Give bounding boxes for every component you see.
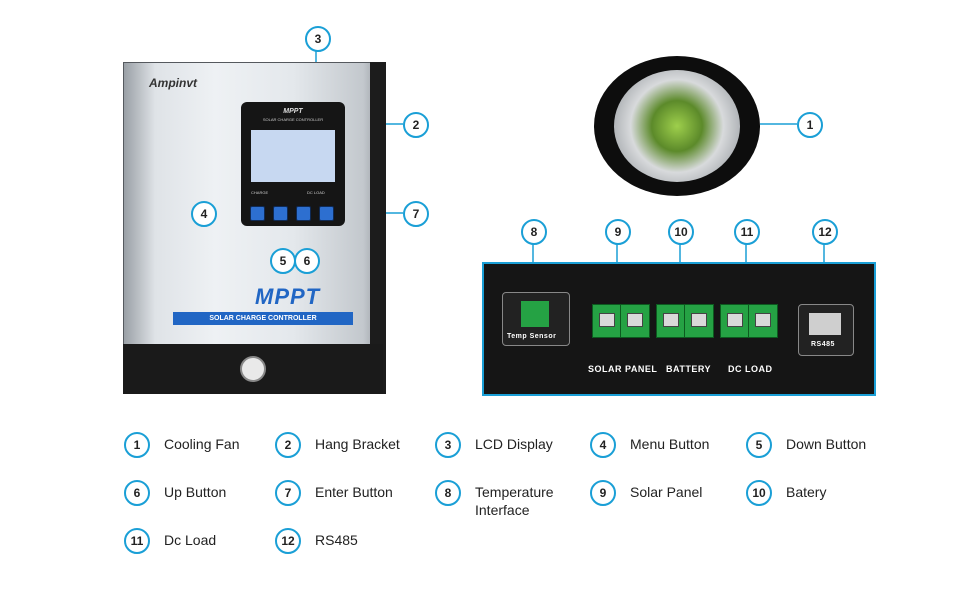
solar-charge-controller-label: SOLAR CHARGE CONTROLLER bbox=[173, 312, 353, 325]
fan-grille-icon bbox=[614, 70, 740, 182]
legend-number: 10 bbox=[746, 480, 772, 506]
rs485-port: RS485 bbox=[798, 304, 854, 356]
legend-item: 9 Solar Panel bbox=[590, 480, 702, 506]
down-button[interactable] bbox=[273, 206, 288, 221]
legend-label: Solar Panel bbox=[630, 484, 703, 500]
brand-logo: Ampinvt bbox=[149, 76, 197, 90]
rs485-label: RS485 bbox=[811, 341, 835, 348]
legend-number: 9 bbox=[590, 480, 616, 506]
legend-item: 4 Menu Button bbox=[590, 432, 709, 458]
callout-11: 11 bbox=[734, 219, 760, 245]
charge-indicator-label: CHARGE bbox=[251, 190, 269, 195]
legend-item: 1 Cooling Fan bbox=[124, 432, 240, 458]
battery-terminal-pos bbox=[656, 304, 686, 338]
legend-number: 3 bbox=[435, 432, 461, 458]
legend-label: Temperature Interface bbox=[475, 484, 554, 518]
legend-item: 7 Enter Button bbox=[275, 480, 393, 506]
legend-number: 12 bbox=[275, 528, 301, 554]
dc-load-indicator-label: DC LOAD bbox=[307, 190, 325, 195]
callout-3: 3 bbox=[305, 26, 331, 52]
temp-sensor-port: Temp Sensor bbox=[502, 292, 570, 346]
legend-label: LCD Display bbox=[475, 436, 553, 452]
cooling-fan bbox=[594, 56, 760, 196]
legend-number: 2 bbox=[275, 432, 301, 458]
terminal-board: Temp Sensor SOLAR PANEL BATTERY DC LOAD … bbox=[482, 262, 876, 396]
battery-label: BATTERY bbox=[666, 364, 711, 374]
legend-item: 12 RS485 bbox=[275, 528, 358, 554]
battery-terminal-neg bbox=[684, 304, 714, 338]
callout-7: 7 bbox=[403, 201, 429, 227]
mount-knob-icon bbox=[240, 356, 266, 382]
callout-4: 4 bbox=[191, 201, 217, 227]
mppt-logo: MPPT bbox=[255, 284, 321, 309]
temp-sensor-label: Temp Sensor bbox=[507, 333, 557, 340]
callout-10: 10 bbox=[668, 219, 694, 245]
legend-label: Cooling Fan bbox=[164, 436, 240, 452]
legend-item: 3 LCD Display bbox=[435, 432, 553, 458]
legend-number: 1 bbox=[124, 432, 150, 458]
callout-2: 2 bbox=[403, 112, 429, 138]
legend-item: 10 Batery bbox=[746, 480, 826, 506]
callout-12: 12 bbox=[812, 219, 838, 245]
legend-label: Down Button bbox=[786, 436, 867, 452]
legend-number: 11 bbox=[124, 528, 150, 554]
legend-number: 6 bbox=[124, 480, 150, 506]
ethernet-port-icon bbox=[809, 313, 841, 335]
legend-item: 8 Temperature Interface bbox=[435, 480, 585, 519]
legend-number: 7 bbox=[275, 480, 301, 506]
legend-item: 2 Hang Bracket bbox=[275, 432, 400, 458]
legend-label: RS485 bbox=[315, 532, 358, 548]
legend-label: Dc Load bbox=[164, 532, 217, 548]
legend-label: Hang Bracket bbox=[315, 436, 400, 452]
dc-load-terminal-pos bbox=[720, 304, 750, 338]
up-button[interactable] bbox=[296, 206, 311, 221]
callout-9: 9 bbox=[605, 219, 631, 245]
legend-item: 6 Up Button bbox=[124, 480, 226, 506]
lcd-screen bbox=[251, 130, 335, 182]
callout-1: 1 bbox=[797, 112, 823, 138]
menu-button[interactable] bbox=[250, 206, 265, 221]
controller-base bbox=[123, 344, 383, 394]
legend-label: Enter Button bbox=[315, 484, 393, 500]
legend-label: Menu Button bbox=[630, 436, 710, 452]
lcd-subtitle: SOLAR CHARGE CONTROLLER bbox=[262, 117, 324, 122]
hang-bracket bbox=[370, 62, 386, 394]
charge-controller-device: Ampinvt MPPT SOLAR CHARGE CONTROLLER CHA… bbox=[123, 62, 386, 394]
callout-8: 8 bbox=[521, 219, 547, 245]
dc-load-terminal-neg bbox=[748, 304, 778, 338]
lcd-display: MPPT SOLAR CHARGE CONTROLLER CHARGE DC L… bbox=[241, 102, 345, 226]
legend-item: 11 Dc Load bbox=[124, 528, 216, 554]
solar-panel-terminal-neg bbox=[620, 304, 650, 338]
callout-6: 6 bbox=[294, 248, 320, 274]
lcd-title: MPPT bbox=[283, 108, 303, 115]
legend-number: 4 bbox=[590, 432, 616, 458]
legend-number: 8 bbox=[435, 480, 461, 506]
temp-sensor-connector-icon bbox=[521, 301, 549, 327]
legend-label: Batery bbox=[786, 484, 827, 500]
legend-item: 5 Down Button bbox=[746, 432, 866, 458]
solar-panel-terminal-pos bbox=[592, 304, 622, 338]
callout-5: 5 bbox=[270, 248, 296, 274]
legend-label: Up Button bbox=[164, 484, 227, 500]
solar-panel-label: SOLAR PANEL bbox=[588, 364, 658, 374]
dc-load-label: DC LOAD bbox=[728, 364, 773, 374]
enter-button[interactable] bbox=[319, 206, 334, 221]
legend-number: 5 bbox=[746, 432, 772, 458]
